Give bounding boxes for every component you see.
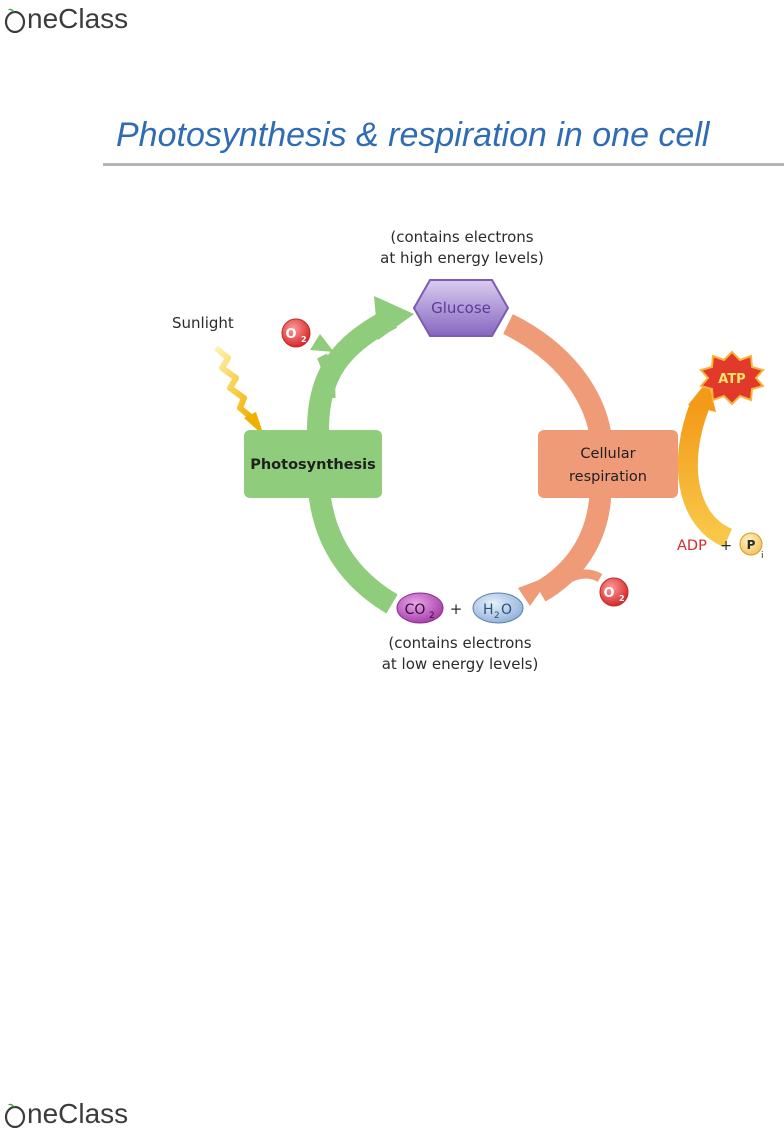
pi-label: P [747,538,756,552]
glucose-note-line2: at high energy levels) [380,249,544,267]
h2o-label-o: O [501,602,512,618]
o2-input-subscript: 2 [619,594,625,603]
o2-input-molecule: O 2 [600,578,628,606]
oneclass-logo-bottom: neClass [4,1097,128,1131]
h2o-molecule: H 2 O [473,593,523,623]
sunlight-icon [216,348,264,436]
o2-input-label: O [603,586,614,601]
glucose-label: Glucose [431,299,491,317]
glucose-note-line1: (contains electrons [390,228,533,246]
h2o-label-h: H [483,602,494,618]
cellular-respiration-box: Cellular respiration [538,430,678,498]
adp-plus: + [720,538,732,554]
adp-label: ADP [677,538,707,554]
photosynthesis-label: Photosynthesis [250,457,376,473]
atp-label: ATP [718,372,745,387]
co2-note-line2: at low energy levels) [382,655,539,673]
respiration-label-line2: respiration [569,469,647,485]
oneclass-logo-icon [4,1102,26,1126]
o2-label: O [285,327,296,342]
co2-subscript: 2 [429,611,435,621]
respiration-label-line1: Cellular [580,446,635,462]
sunlight-label: Sunlight [172,314,234,332]
co2-label: CO [405,602,426,618]
o2-output-molecule: O 2 [282,319,310,347]
logo-text: neClass [27,1098,128,1130]
pi-subscript: i [761,551,764,561]
atp-arrow [688,380,728,538]
co2-note-line1: (contains electrons [388,634,531,652]
co2-h2o-plus: + [450,600,463,618]
o2-subscript: 2 [301,335,307,344]
salmon-o2-branch [566,574,600,580]
h2o-subscript: 2 [494,611,500,621]
phosphate-molecule: P i [740,533,764,561]
glucose-molecule: Glucose [414,280,508,336]
co2-molecule: CO 2 [397,593,443,623]
photosynthesis-box: Photosynthesis [244,430,382,498]
